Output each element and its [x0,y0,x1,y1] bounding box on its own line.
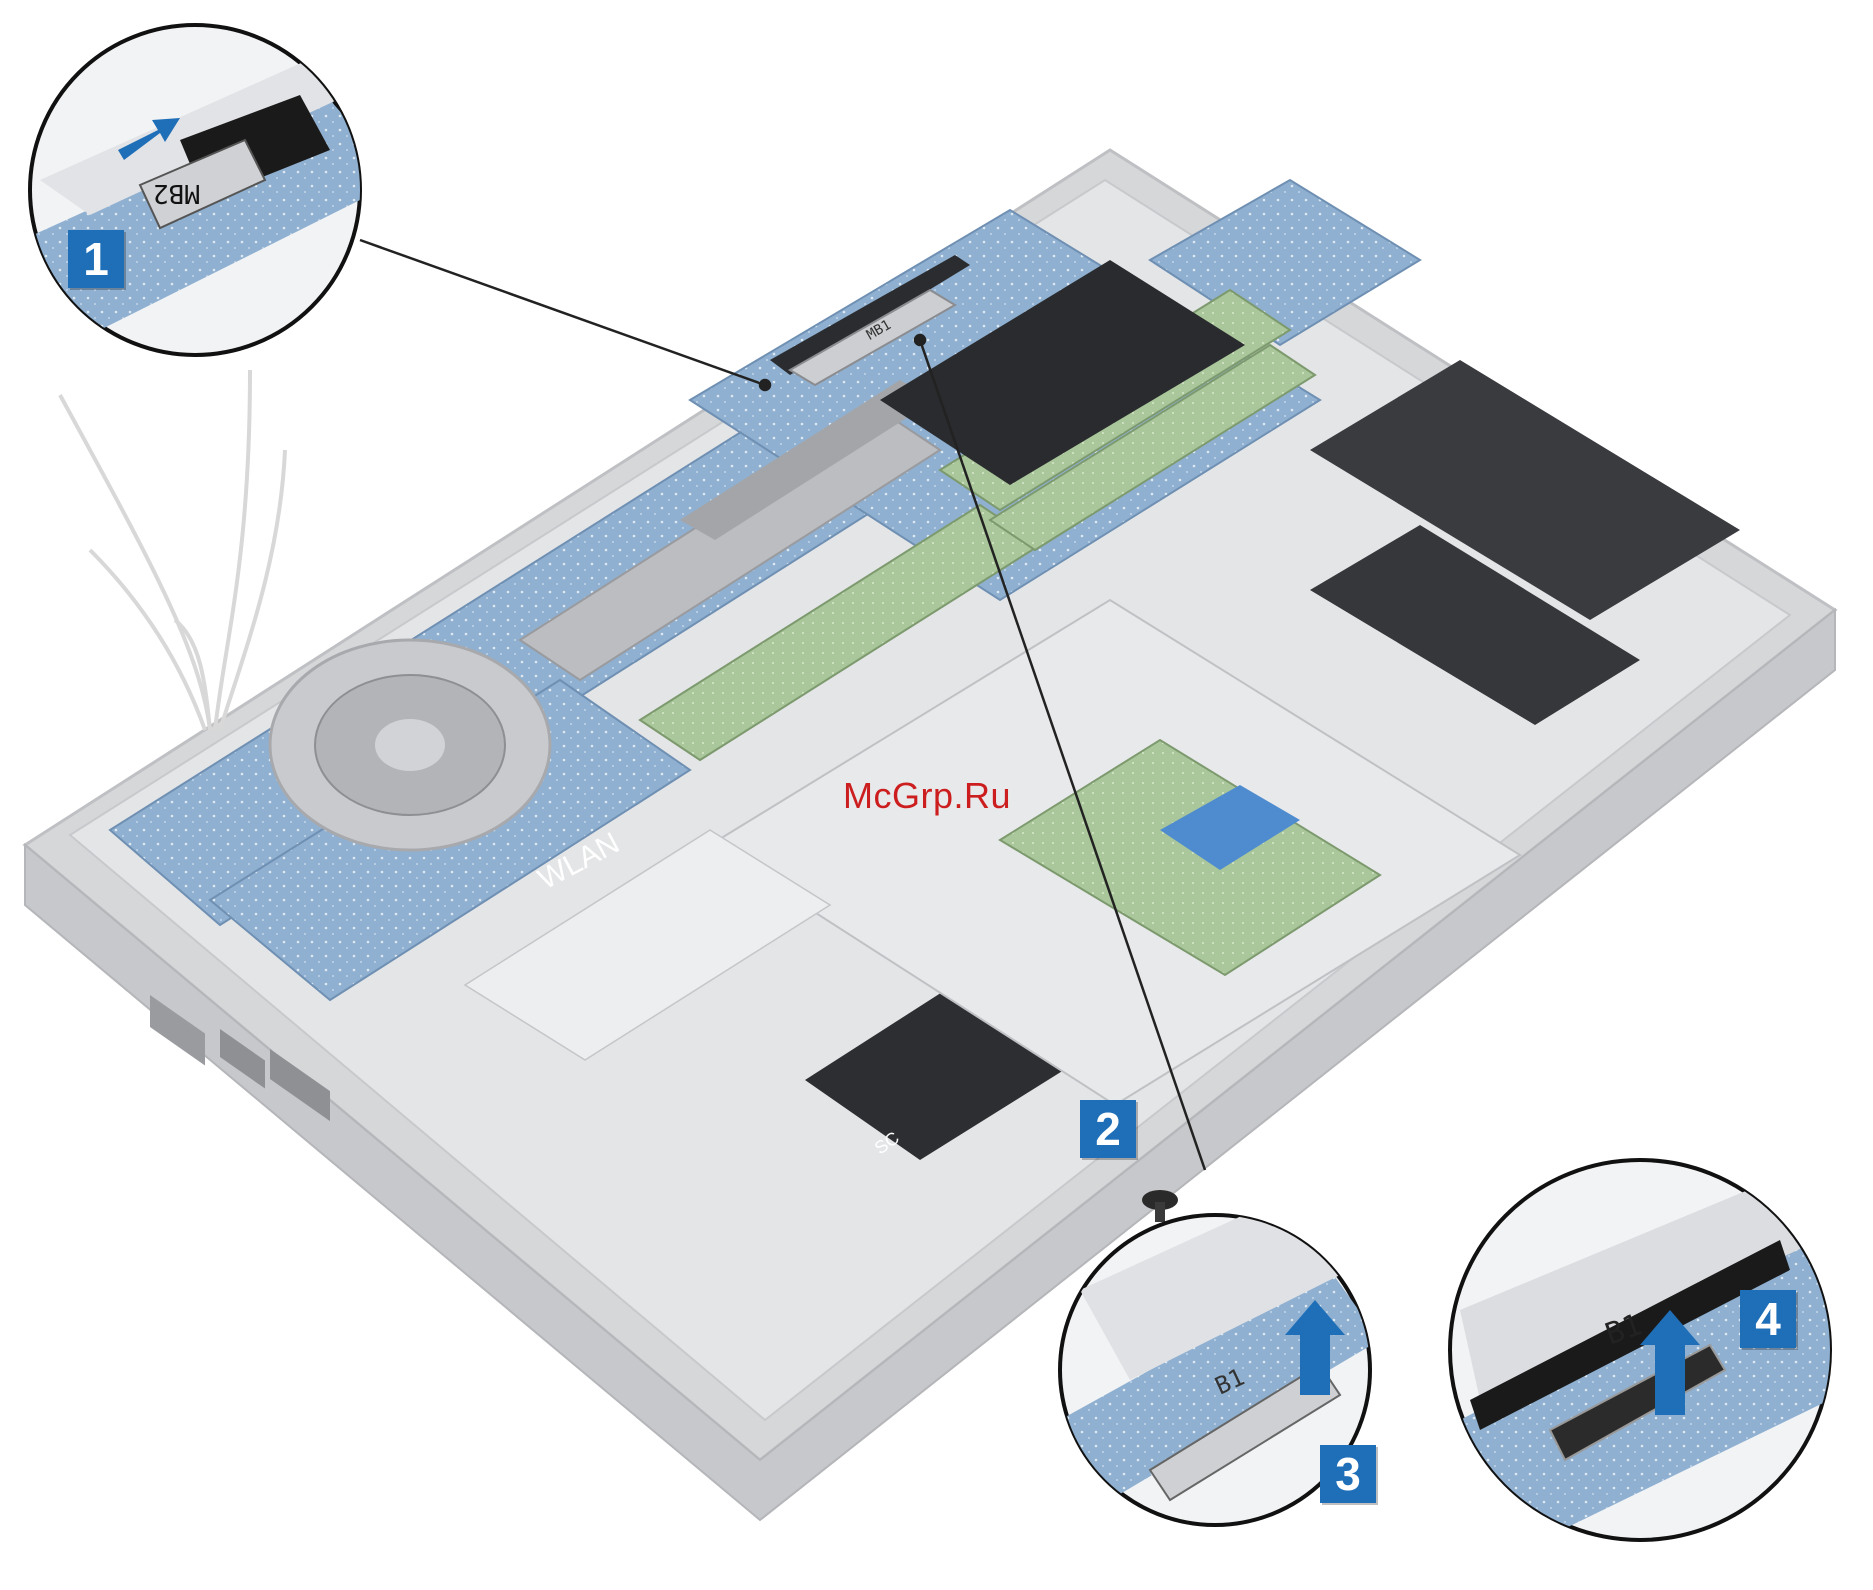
step-3-badge: 3 [1320,1445,1376,1503]
callout-4: B1 [1450,1160,1850,1560]
callout-1: MB2 [0,25,400,355]
antenna-cables [60,370,285,730]
step-2-badge: 2 [1080,1100,1136,1158]
cooling-fan [270,640,550,850]
watermark-text: McGrp.Ru [843,775,1011,817]
step-4-badge: 4 [1740,1290,1796,1348]
step-1-badge: 1 [68,230,124,288]
callout1-connector-label: MB2 [153,178,200,208]
